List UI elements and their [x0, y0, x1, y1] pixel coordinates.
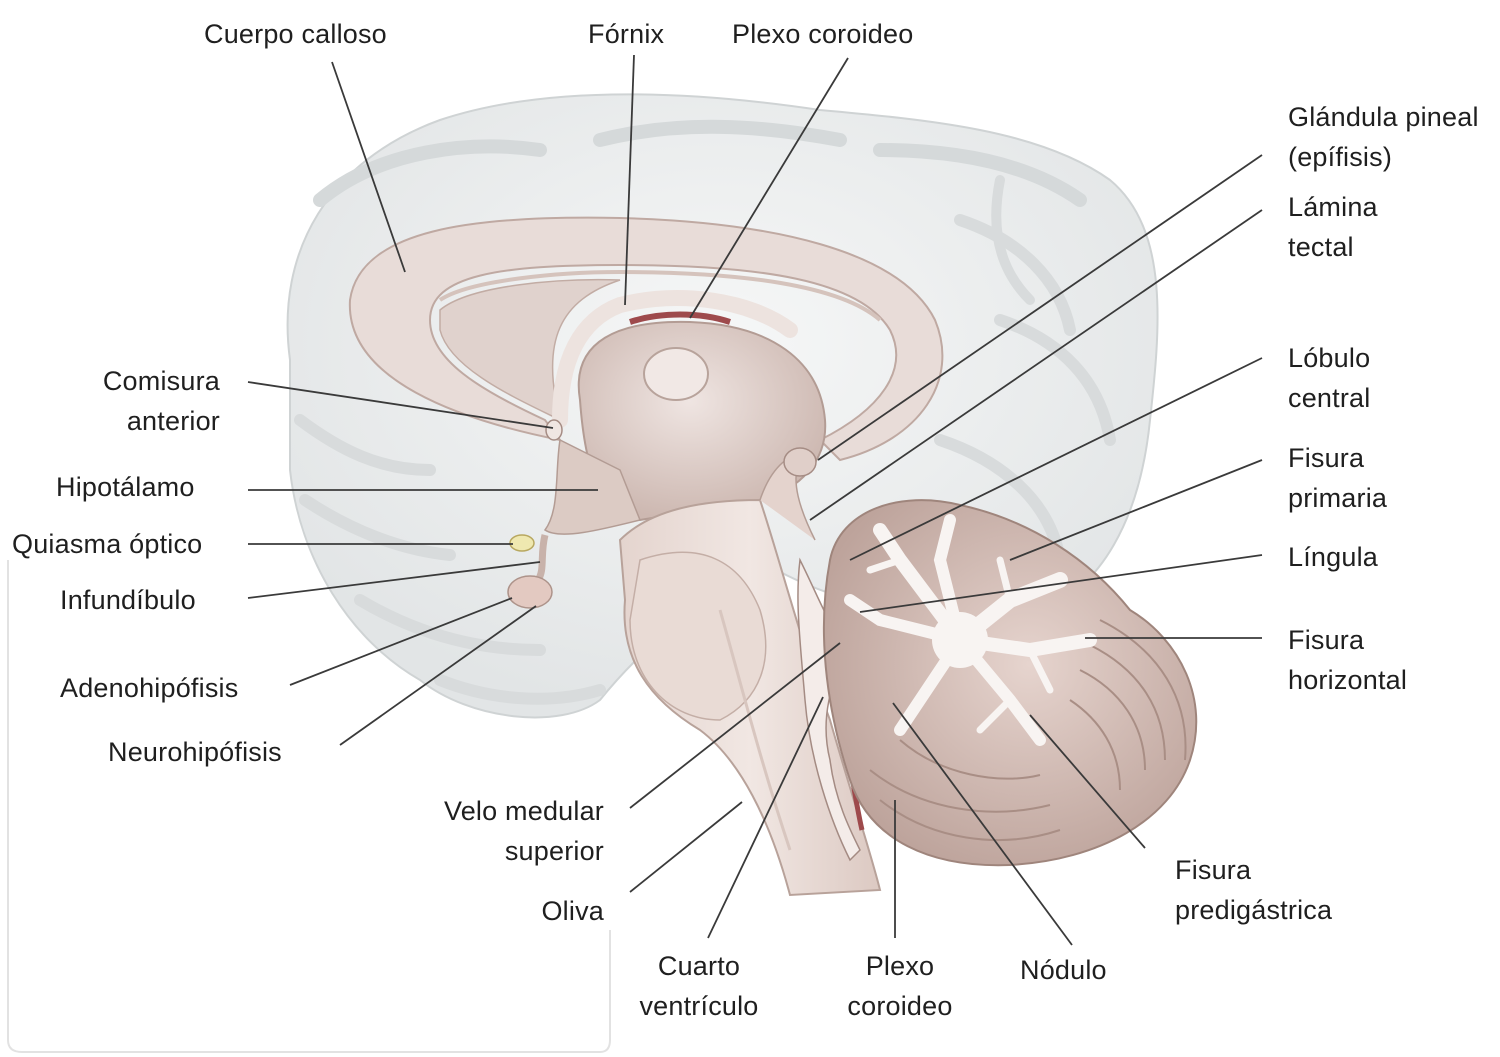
label-adenohipofisis: Adenohipófisis: [60, 673, 239, 703]
label-fornix: Fórnix: [588, 19, 665, 49]
hypothalamic-region: [507, 419, 642, 609]
label-quiasma-optico: Quiasma óptico: [12, 529, 203, 559]
leader-lingula: [859, 554, 1263, 613]
interthalamic-adhesion: [643, 347, 709, 401]
cerebellum: [822, 499, 1198, 867]
label-lamina-tectal: Lámina tectal: [1288, 192, 1378, 262]
optic-chiasm: [509, 534, 535, 552]
corpus-callosum: [348, 216, 944, 462]
label-oliva: Oliva: [541, 896, 604, 926]
leader-oliva: [629, 801, 743, 893]
leader-lobulo-central: [849, 357, 1263, 561]
leader-velo-medular: [629, 642, 841, 809]
label-lingula: Língula: [1288, 542, 1378, 572]
label-glandula-pineal: Glándula pineal (epífisis): [1288, 102, 1479, 172]
label-cuerpo-calloso: Cuerpo calloso: [204, 19, 387, 49]
pons: [629, 551, 767, 721]
thalamus: [577, 320, 827, 522]
label-hipotalamo: Hipotálamo: [56, 472, 195, 502]
leader-neurohipofisis: [339, 605, 537, 746]
leader-plexo-coroideo-top: [689, 57, 849, 319]
label-plexo-coroideo-top: Plexo coroideo: [732, 19, 914, 49]
pineal-gland: [783, 447, 817, 477]
leader-fisura-predigastrica: [1029, 714, 1146, 849]
pituitary-gland: [507, 575, 553, 609]
leader-cuerpo-calloso: [331, 61, 406, 273]
leader-infundibulo: [247, 561, 541, 599]
label-infundibulo: Infundíbulo: [60, 585, 196, 615]
label-fisura-predigastrica: Fisura predigástrica: [1175, 855, 1333, 925]
label-lobulo-central: Lóbulo central: [1288, 343, 1371, 413]
leader-fornix: [624, 54, 635, 306]
label-plexo-coroideo-bottom: Plexo coroideo: [847, 951, 953, 1021]
frame-border: [7, 560, 611, 1053]
leader-lines: [247, 54, 1263, 946]
leader-glandula-pineal: [817, 154, 1263, 461]
label-fisura-primaria: Fisura primaria: [1288, 443, 1388, 513]
label-comisura-anterior: Comisura anterior: [102, 366, 220, 436]
leader-fisura-primaria: [1009, 459, 1263, 561]
label-velo-medular: Velo medular superior: [444, 796, 604, 866]
label-fisura-horizontal: Fisura horizontal: [1288, 625, 1408, 695]
septum-region: [439, 278, 621, 422]
leader-comisura-anterior: [247, 381, 554, 429]
choroid-plexus-top: [629, 311, 731, 325]
anterior-commissure: [545, 419, 563, 441]
leader-nodulo: [892, 702, 1073, 946]
leader-cuarto-ventriculo: [707, 696, 824, 939]
label-neurohipofisis: Neurohipófisis: [108, 737, 282, 767]
leader-adenohipofisis: [289, 597, 513, 686]
leader-lamina-tectal: [809, 209, 1263, 521]
fornix: [552, 290, 798, 428]
label-nodulo: Nódulo: [1020, 955, 1107, 985]
label-cuarto-ventriculo: Cuarto ventrículo: [639, 951, 759, 1021]
brainstem: [618, 447, 882, 897]
